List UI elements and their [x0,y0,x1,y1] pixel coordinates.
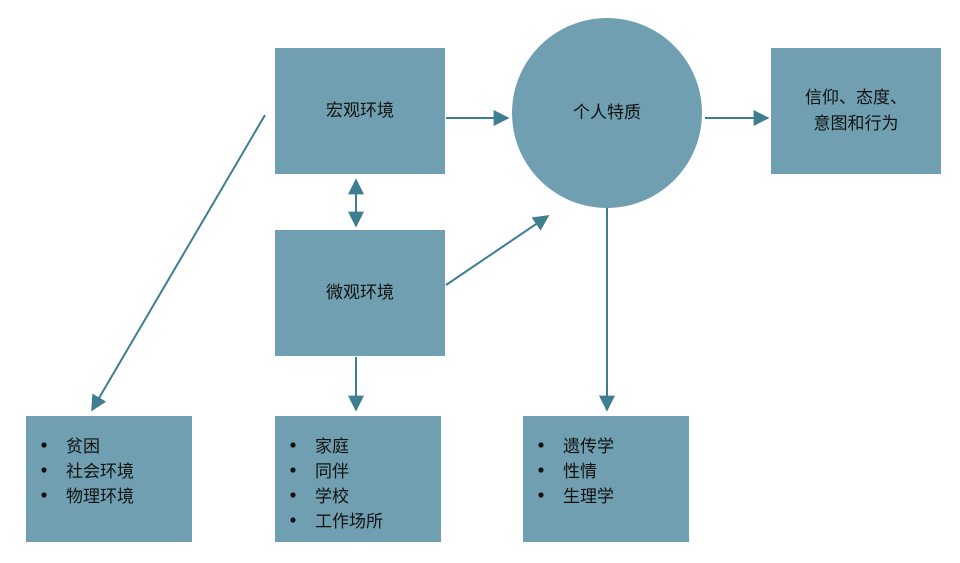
beliefs-behaviors-label-line1: 信仰、态度、 [805,88,907,108]
micro-environment-box: 微观环境 [275,230,445,356]
list-item: 同伴 [289,457,441,482]
list-item-label: 工作场所 [315,512,383,532]
arrow-macro-to-macro-factors [91,114,266,412]
macro-environment-label: 宏观环境 [326,101,394,121]
bullet-icon [41,441,47,448]
list-item-label: 贫困 [66,437,100,457]
arrow-micro-to-traits [445,215,550,286]
bullet-icon [41,491,47,498]
list-item-label: 生理学 [563,487,614,507]
beliefs-behaviors-label-line2: 意图和行为 [813,114,899,134]
list-item: 工作场所 [289,507,441,532]
bullet-icon [538,466,544,473]
list-item-label: 物理环境 [66,487,134,507]
bullet-icon [290,466,296,473]
list-item: 贫困 [40,432,192,457]
trait-factors-box: 遗传学 性情 生理学 [523,416,689,542]
list-item: 物理环境 [40,482,192,507]
list-item: 性情 [537,457,689,482]
bullet-icon [290,491,296,498]
list-item-label: 学校 [315,487,349,507]
bullet-icon [538,441,544,448]
list-item-label: 家庭 [315,437,349,457]
bullet-icon [290,516,296,523]
micro-environment-label: 微观环境 [326,283,394,303]
list-item-label: 遗传学 [563,437,614,457]
beliefs-behaviors-box: 信仰、态度、 意图和行为 [771,48,941,174]
bullet-icon [41,466,47,473]
list-item: 遗传学 [537,432,689,457]
personal-traits-label: 个人特质 [573,103,641,123]
list-item: 学校 [289,482,441,507]
macro-factors-box: 贫困 社会环境 物理环境 [26,416,192,542]
list-item: 社会环境 [40,457,192,482]
macro-environment-box: 宏观环境 [275,48,445,174]
list-item-label: 同伴 [315,462,349,482]
bullet-icon [538,491,544,498]
list-item-label: 社会环境 [66,462,134,482]
personal-traits-circle: 个人特质 [512,18,702,208]
bullet-icon [290,441,296,448]
list-item: 生理学 [537,482,689,507]
micro-factors-box: 家庭 同伴 学校 工作场所 [275,416,441,542]
list-item: 家庭 [289,432,441,457]
list-item-label: 性情 [563,462,597,482]
